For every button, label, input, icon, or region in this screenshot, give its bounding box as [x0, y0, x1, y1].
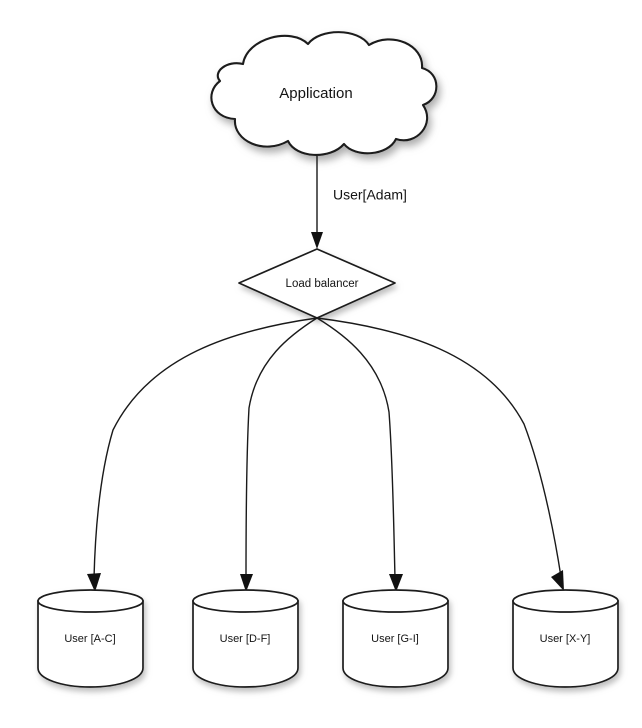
- node-database-3[interactable]: User [G-I]: [342, 589, 449, 688]
- cylinder-body-2: [192, 589, 299, 688]
- edge-balancer-to-db-1: [87, 317, 318, 592]
- arrow-head-db-1: [87, 573, 101, 592]
- arrow-head-db-2: [240, 574, 253, 592]
- node-database-2[interactable]: User [D-F]: [192, 589, 299, 688]
- arrow-head-balancer: [311, 232, 323, 249]
- edge-curve-3: [316, 317, 396, 579]
- node-database-4[interactable]: User [X-Y]: [512, 589, 619, 688]
- cylinder-body-4: [512, 589, 619, 688]
- edge-balancer-to-db-3: [316, 317, 403, 592]
- edge-curve-4: [316, 317, 562, 578]
- cylinder-body-1: [37, 589, 144, 688]
- cloud-shape: [210, 31, 438, 156]
- node-database-1[interactable]: User [A-C]: [37, 589, 144, 688]
- node-application-cloud[interactable]: Application: [210, 31, 438, 156]
- edge-curve-1: [93, 317, 318, 579]
- node-load-balancer[interactable]: Load balancer: [238, 248, 396, 319]
- database-label-4: User [X-Y]: [540, 633, 591, 645]
- edge-label-user-adam: User[Adam]: [333, 187, 407, 203]
- cloud-label: Application: [279, 85, 352, 102]
- edge-application-to-balancer: User[Adam]: [311, 156, 407, 249]
- arrow-head-db-4: [551, 570, 564, 591]
- database-label-2: User [D-F]: [220, 633, 271, 645]
- edge-balancer-to-db-2: [240, 317, 318, 592]
- edge-curve-2: [245, 317, 318, 579]
- cylinder-body-3: [342, 589, 449, 688]
- diamond-label: Load balancer: [286, 278, 359, 290]
- arrow-head-db-3: [389, 574, 403, 592]
- database-label-1: User [A-C]: [64, 633, 115, 645]
- database-label-3: User [G-I]: [371, 633, 419, 645]
- edge-balancer-to-db-4: [316, 317, 564, 591]
